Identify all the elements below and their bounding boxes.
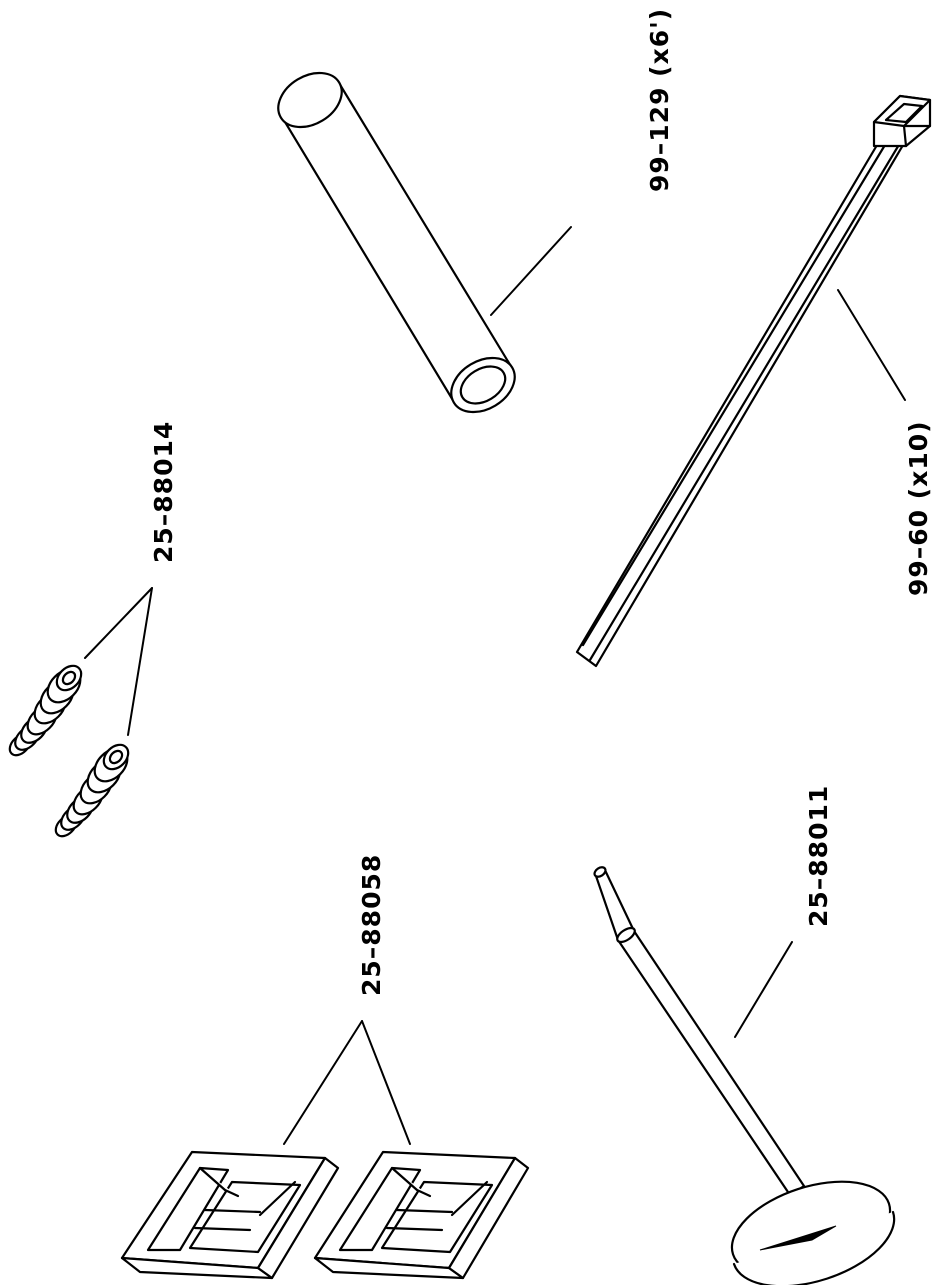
screw-part-1	[8, 664, 83, 757]
screws-label: 25–88014	[149, 421, 178, 563]
pin-leader	[734, 941, 793, 1038]
cable-tie-part	[575, 94, 932, 668]
mount-part-2	[313, 1150, 530, 1280]
mount-leader-1	[283, 1020, 363, 1145]
mount-leader-2	[361, 1020, 411, 1145]
screw-leader-1	[84, 587, 153, 659]
tubing-leader	[490, 226, 572, 316]
screw-leader-2	[127, 587, 153, 736]
tubing-part	[277, 71, 516, 414]
pin-label: 25–88011	[804, 785, 833, 927]
mounts-label: 25–88058	[357, 854, 386, 996]
screw-part-2	[54, 743, 130, 838]
mount-part-1	[120, 1150, 340, 1280]
pin-part	[593, 866, 896, 1285]
cable-tie-leader	[837, 289, 906, 401]
cable-tie-label: 99–60 (x10)	[904, 420, 933, 596]
tubing-label: 99–129 (x6')	[645, 8, 674, 192]
